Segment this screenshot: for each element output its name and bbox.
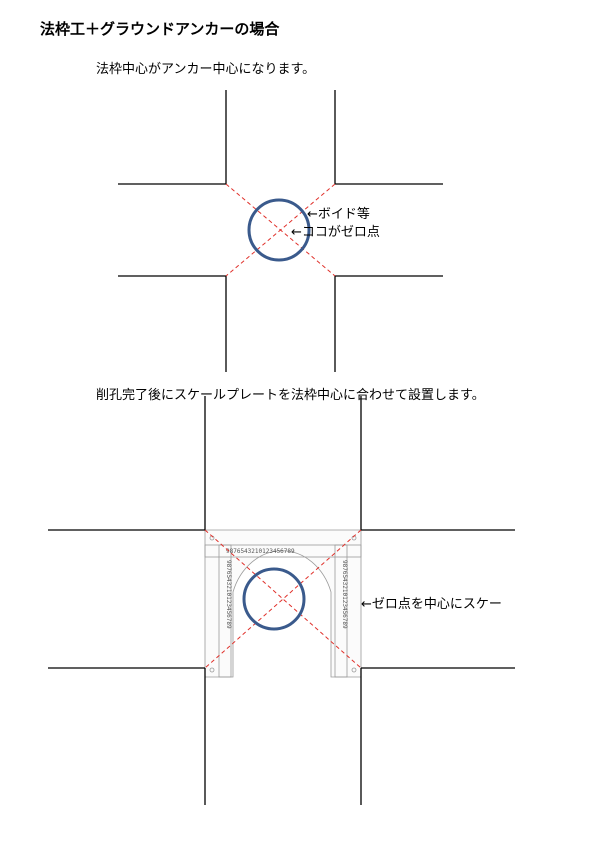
figure-2-label-scale: ←ゼロ点を中心にスケー [361,597,502,612]
figure-1-label-zero: ←ココがゼロ点 [291,225,380,240]
figure-2-frame-lines [48,396,515,805]
scale-right-ticks: 9876543210123456789 [341,560,348,629]
figure-1-anchor-circle [247,198,311,262]
caption-frame-center: 法枠中心がアンカー中心になります。 [96,62,316,77]
scale-left-ticks: 9876543210123456789 [225,560,232,629]
page-title: 法枠工＋グラウンドアンカーの場合 [40,20,280,38]
scale-plate [204,529,362,678]
figure-1-diagonals [225,183,336,277]
scale-top-ticks: 9876543210123456789 [226,548,295,555]
figure-2-anchor-circle [242,567,306,631]
caption-plate-placement: 削孔完了後にスケールプレートを法枠中心に合わせて設置します。 [96,388,485,403]
figure-1-frame-lines [118,90,443,372]
figure-1-label-void: ←ボイド等 [307,206,370,222]
